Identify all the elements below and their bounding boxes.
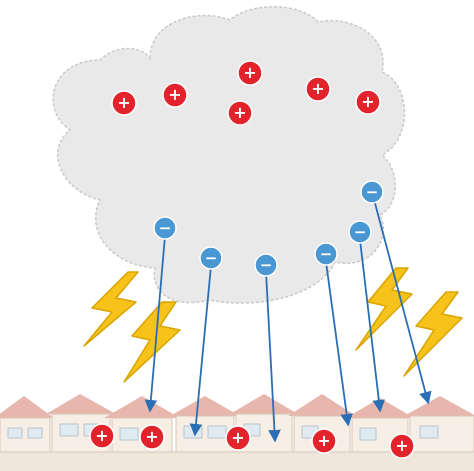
positive-charge-icon: + [162,82,188,108]
positive-charge-symbol: + [395,436,408,455]
negative-charge-symbol: − [205,249,218,267]
positive-charge-icon: + [355,89,381,115]
positive-charge-icon: + [225,425,251,451]
ground-positive-charges: + + + + + [89,423,415,459]
positive-charge-symbol: + [311,79,324,98]
positive-charge-symbol: + [361,92,374,111]
positive-charge-icon: + [311,428,337,454]
lightning-bolt [123,301,181,383]
positive-charge-icon: + [237,60,263,86]
positive-charge-symbol: + [233,103,246,122]
positive-charge-icon: + [111,90,137,116]
negative-charge-symbol: − [320,245,333,263]
discharge-arrows [144,191,432,443]
cloud-positive-charges: + + + + + + [111,60,381,126]
negative-charge-symbol: − [260,256,273,274]
cloud-negative-charges: − − − − − − [153,180,384,277]
positive-charge-symbol: + [95,426,108,445]
discharge-arrow [189,265,212,437]
negative-charge-icon: − [199,246,223,270]
negative-charge-symbol: − [366,183,379,201]
discharge-arrow [371,191,432,405]
positive-charge-symbol: + [317,431,330,450]
lightning-bolt [403,291,463,377]
negative-charge-icon: − [360,180,384,204]
positive-charge-icon: + [89,423,115,449]
positive-charge-icon: + [305,76,331,102]
negative-charge-symbol: − [159,219,172,237]
positive-charge-icon: + [227,100,253,126]
discharge-arrow [325,261,353,427]
negative-charge-icon: − [348,220,372,244]
positive-charge-symbol: + [243,63,256,82]
positive-charge-icon: + [139,424,165,450]
negative-charge-symbol: − [354,223,367,241]
negative-charge-icon: − [314,242,338,266]
positive-charge-symbol: + [231,428,244,447]
cloud-body [52,6,406,304]
lightning-bolt [83,271,139,347]
positive-charge-symbol: + [145,427,158,446]
thundercloud [52,6,406,304]
negative-charge-icon: − [153,216,177,240]
discharge-arrow [359,239,386,413]
positive-charge-icon: + [389,433,415,459]
positive-charge-symbol: + [117,93,130,112]
negative-charge-icon: − [254,253,278,277]
positive-charge-symbol: + [168,85,181,104]
discharge-arrow [265,271,281,443]
discharge-arrow [144,235,166,413]
